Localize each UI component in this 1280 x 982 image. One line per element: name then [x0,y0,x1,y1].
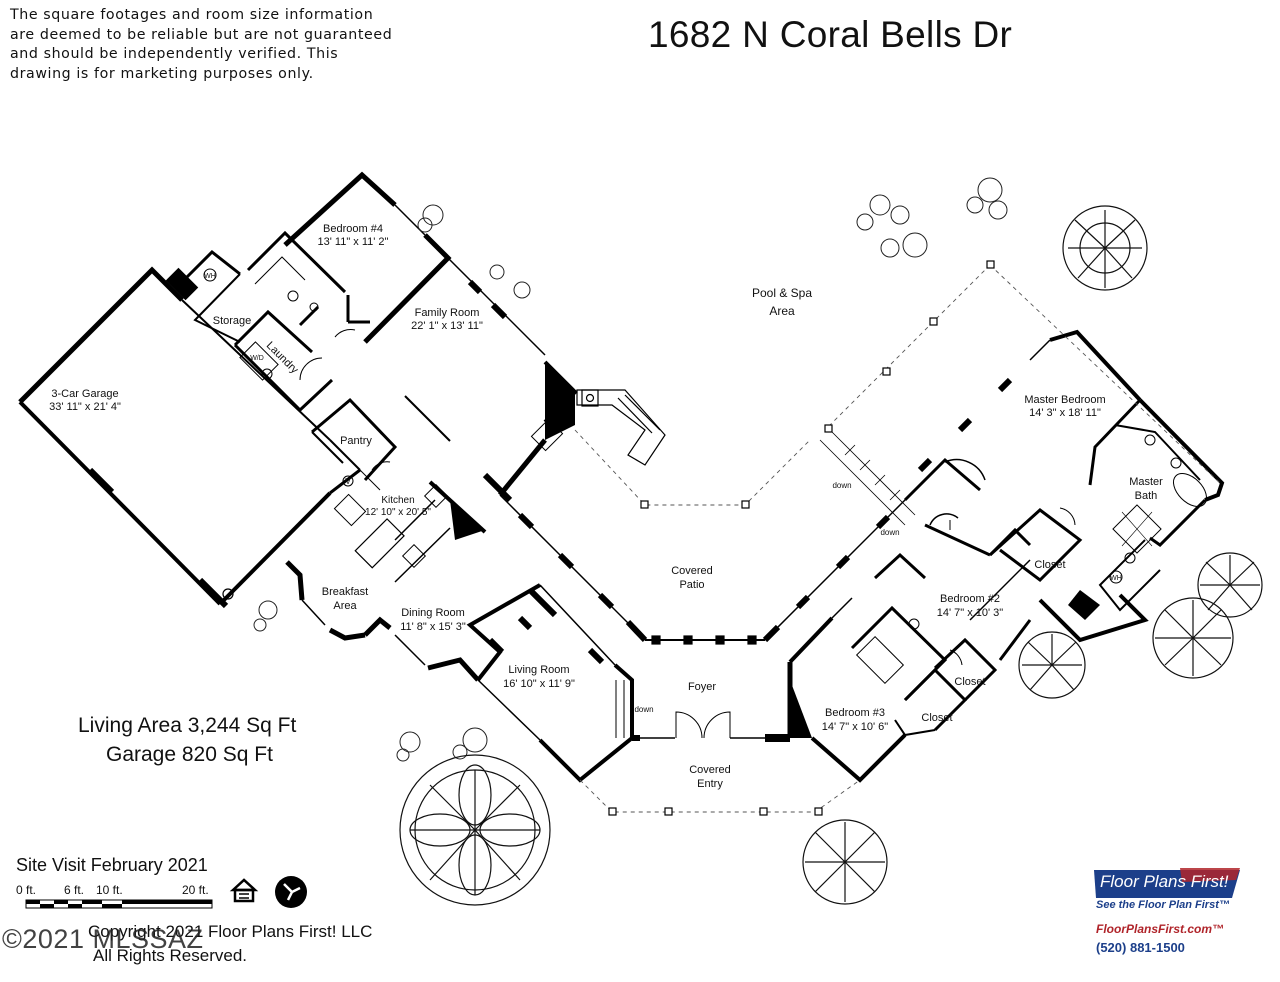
brand-phone: (520) 881-1500 [1096,940,1185,955]
disclaimer-line: The square footages and room size inform… [10,7,374,23]
patio-name: Covered [671,565,713,577]
storage-name: Storage [213,315,252,327]
bedroom2-walls [873,513,1032,661]
wd-label: W/D [250,355,264,362]
brand-tagline: See the Floor Plan First™ [1096,899,1230,911]
kitchen-size: 12' 10" x 20' 5" [365,507,431,518]
page-title: 1682 N Coral Bells Dr [648,14,1013,55]
posts [608,260,995,816]
disclaimer-line: and should be independently verified. Th… [10,46,339,63]
tree-ne [1062,205,1148,291]
pantry-walls [311,397,398,482]
mls-watermark: ©2021 MLSSAZ [2,924,204,954]
master-size: 14' 3" x 18' 11" [1029,407,1101,419]
room-labels: Bedroom #4 13' 11" x 11' 2" Family Room … [49,223,1163,790]
masterbath-name2: Bath [1135,490,1158,502]
bedroom4-size: 13' 11" x 11' 2" [318,236,389,248]
kitchen-name: Kitchen [381,495,414,506]
breakfast-name2: Area [333,600,357,612]
tree-e1 [1197,552,1263,618]
garage-size: 33' 11" x 21' 4" [49,401,121,413]
disclaimer: The square footages and room size inform… [10,6,393,84]
trees [399,205,1263,906]
master-walls [903,329,1225,643]
closet-bed2: Closet [954,676,985,688]
pool-name2: Area [769,304,795,318]
pool-name: Pool & Spa [752,286,812,300]
foyer-name: Foyer [688,681,716,693]
wh-label-1: WH [204,273,216,280]
family-walls [404,257,578,503]
copyright-line2: All Rights Reserved. [93,946,248,965]
closet-master: Closet [1034,559,1065,571]
dining-name: Dining Room [401,607,465,619]
masterbath-name: Master [1129,476,1163,488]
down-label-3: down [634,705,653,714]
living-walls [466,583,634,783]
family-name: Family Room [415,307,480,319]
equal-housing-icon [229,878,259,903]
pantry-name: Pantry [340,435,372,447]
kitchen-walls [333,469,487,583]
dining-size: 11' 8" x 15' 3" [400,621,466,633]
down-label-1: down [832,481,851,490]
patio-name2: Patio [679,579,704,591]
family-size: 22' 1" x 13' 11" [411,320,483,332]
down-label-2: down [880,528,899,537]
entry-name: Covered [689,764,731,776]
living-area: Living Area 3,244 Sq Ft [78,714,297,737]
laundry-name: Laundry [264,340,301,377]
foyer-walls [632,662,812,742]
disclaimer-line: are deemed to be reliable but are not gu… [10,26,393,43]
bedroom3-size: 14' 7" x 10' 6" [822,721,889,733]
breakfast-walls [285,560,480,682]
v-label: V [345,477,351,486]
tree-e2 [1152,597,1234,679]
breakfast-name: Breakfast [322,586,368,598]
garage-area: Garage 820 Sq Ft [106,743,273,766]
brand-logo [1094,868,1240,898]
brand-url: FloorPlansFirst.com™ [1096,922,1225,936]
shrubs [253,177,1008,762]
scale-label-6: 6 ft. [64,883,85,897]
living-name: Living Room [508,664,569,676]
brand-name: Floor Plans First! [1100,872,1229,891]
living-size: 16' 10" x 11' 9" [503,678,575,690]
site-visit: Site Visit February 2021 [16,855,208,875]
scale-label-0: 0 ft. [16,883,37,897]
closet-bed3: Closet [921,712,952,724]
dashed-outlines [574,264,1221,813]
bedroom2-size: 14' 7" x 10' 3" [937,607,1004,619]
bedroom3-name: Bedroom #3 [825,707,885,719]
scale-label-10: 10 ft. [96,883,123,897]
tree-large [399,754,551,906]
tree-se2 [802,819,888,905]
entry-name2: Entry [697,778,723,790]
wh-label-2: WH [1110,575,1122,582]
utility-walls [180,230,356,413]
disclaimer-line: drawing is for marketing purposes only. [10,65,314,82]
tree-se1 [1018,631,1086,699]
scale-label-20: 20 ft. [182,883,209,897]
accessibility-icon [275,876,307,908]
master-name: Master Bedroom [1024,394,1105,406]
bedroom3-walls [788,597,998,783]
master-stairs [819,429,916,526]
copyright-line1: Copyright 2021 Floor Plans First! LLC [88,922,373,941]
bedroom4-name: Bedroom #4 [323,223,383,235]
bedroom2-name: Bedroom #2 [940,593,1000,605]
patio-walls [499,494,906,643]
scale-bar [25,899,213,909]
bbq-island [576,389,666,466]
garage-walls [18,266,361,609]
garage-name: 3-Car Garage [51,388,118,400]
